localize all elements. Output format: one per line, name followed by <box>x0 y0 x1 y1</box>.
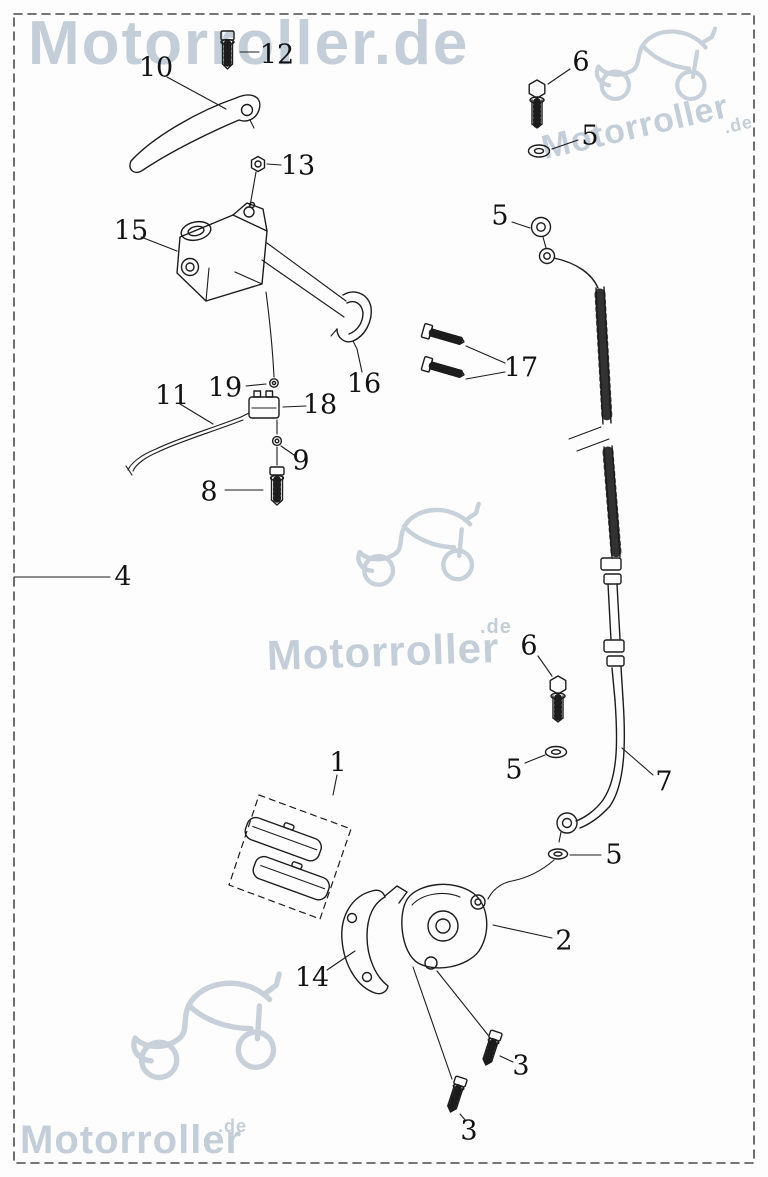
part-caliper-bracket <box>326 885 408 995</box>
part-brake-hose <box>553 257 654 829</box>
callout-13: 13 <box>280 150 316 182</box>
callout-17: 17 <box>503 352 539 384</box>
callout-16: 16 <box>346 368 382 400</box>
callout-8: 8 <box>200 476 218 508</box>
part-lever-bolt <box>220 30 260 70</box>
part-master-cylinder <box>140 201 347 318</box>
watermark-header: Motorroller.de <box>28 9 470 78</box>
callout-15: 15 <box>113 215 149 247</box>
watermark-domain-center: .de <box>480 616 512 638</box>
watermark-domain-bottom: .de <box>218 1116 248 1136</box>
callout-11: 11 <box>154 380 190 412</box>
part-caliper-bolts <box>412 966 514 1122</box>
part-handlebar-clamp <box>330 291 372 373</box>
part-brake-caliper <box>401 883 553 970</box>
callout-3-upper: 3 <box>512 1050 530 1082</box>
callout-10: 10 <box>138 52 174 84</box>
part-clamp-bolts <box>420 322 506 380</box>
part-lower-banjo-stack <box>487 655 602 900</box>
callout-19: 19 <box>207 372 243 404</box>
callout-3-lower: 3 <box>460 1115 478 1147</box>
callout-7: 7 <box>655 766 673 798</box>
part-brake-lever <box>129 76 261 174</box>
callout-5-top: 5 <box>581 120 599 152</box>
callout-6-top: 6 <box>572 46 590 78</box>
callout-5-caliper: 5 <box>605 839 623 871</box>
part-brake-pads <box>228 774 352 920</box>
callout-5-lower: 5 <box>505 754 523 786</box>
part-upper-banjo-stack <box>511 68 579 265</box>
part-pivot-nut <box>249 155 282 207</box>
callout-6-lower: 6 <box>520 630 538 662</box>
callout-12: 12 <box>259 39 295 71</box>
callout-1: 1 <box>329 747 347 779</box>
part-switch-stack <box>125 291 307 506</box>
page-border <box>13 13 755 1164</box>
callout-4: 4 <box>114 561 132 593</box>
callout-9: 9 <box>292 445 310 477</box>
callout-18: 18 <box>302 389 338 421</box>
callout-14: 14 <box>294 962 330 994</box>
callout-5-hose-top: 5 <box>491 200 509 232</box>
watermark-brand-bottom: Motorroller <box>20 1118 243 1162</box>
callout-2: 2 <box>555 925 573 957</box>
